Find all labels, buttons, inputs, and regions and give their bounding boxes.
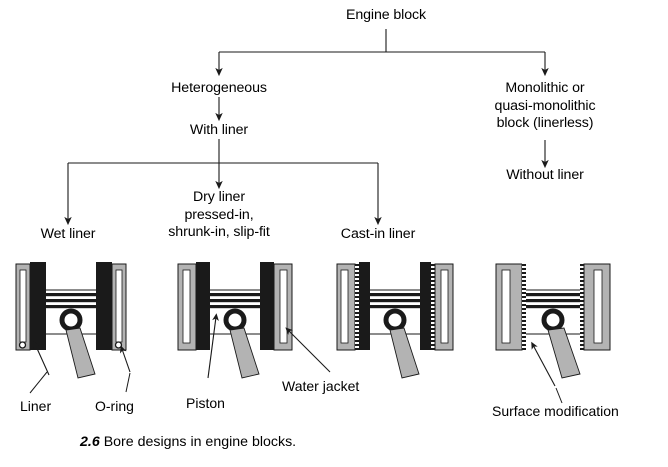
figure-caption-text: Bore designs in engine blocks. xyxy=(103,434,297,450)
flow-node-without-liner: Without liner xyxy=(506,167,584,183)
figure-caption-number: 2.6 xyxy=(80,434,100,450)
flow-node-dry-liner-line3: shrunk-in, slip-fit xyxy=(168,224,270,240)
flow-node-wet-liner: Wet liner xyxy=(40,226,96,242)
flow-node-monolithic-line1: Monolithic or xyxy=(505,80,585,96)
flow-node-dry-liner-line2: pressed-in, xyxy=(184,206,254,223)
flow-node-monolithic-line2: quasi-monolithic xyxy=(494,97,596,114)
callout-label-surface-modification: Surface modification xyxy=(492,403,619,419)
cast-in-liner-drawing xyxy=(336,262,454,379)
dry-liner-drawing xyxy=(177,262,331,379)
flowchart-connectors xyxy=(64,29,549,226)
flow-node-heterogeneous: Heterogeneous xyxy=(171,80,267,96)
flow-node-cast-in-liner: Cast-in liner xyxy=(340,226,416,242)
flow-node-monolithic: Monolithic or quasi-monolithic block (li… xyxy=(450,80,640,133)
callout-label-water-jacket: Water jacket xyxy=(282,378,360,394)
flow-node-with-liner: With liner xyxy=(189,122,249,138)
flow-node-monolithic-line3: block (linerless) xyxy=(496,115,594,131)
callout-label-o-ring: O-ring xyxy=(95,398,134,414)
flow-node-engine-block: Engine block xyxy=(345,7,427,23)
figure-caption: 2.6 Bore designs in engine blocks. xyxy=(80,434,296,450)
callout-label-liner: Liner xyxy=(20,398,52,414)
wet-liner-drawing xyxy=(15,262,131,394)
flow-node-dry-liner-line1: Dry liner xyxy=(193,189,245,205)
callout-label-piston: Piston xyxy=(186,395,225,411)
flow-node-dry-liner: Dry liner pressed-in, shrunk-in, slip-fi… xyxy=(119,189,319,242)
linerless-drawing xyxy=(495,262,611,404)
